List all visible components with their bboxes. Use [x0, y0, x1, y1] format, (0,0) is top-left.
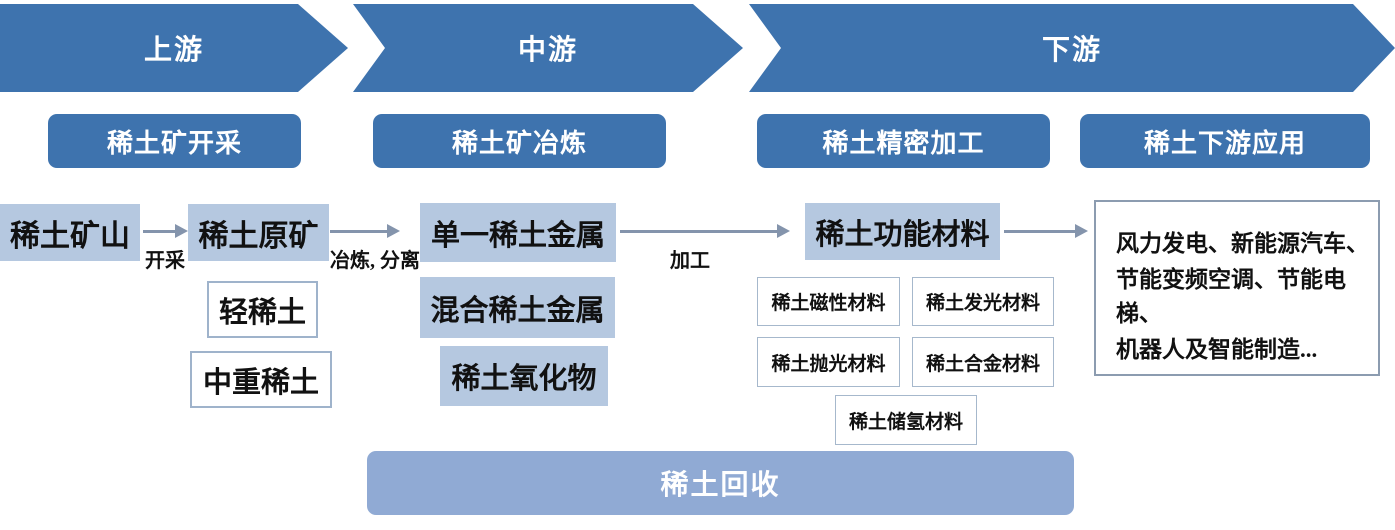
node-magnetic-material: 稀土磁性材料: [757, 277, 900, 326]
node-luminescent-material: 稀土发光材料: [912, 277, 1054, 326]
arrow-label-processing: 加工: [670, 250, 710, 272]
node-polishing-material: 稀土抛光材料: [757, 337, 900, 387]
arrow-right-icon-processing: [620, 224, 790, 238]
stage-chevron-upstream: 上游: [0, 4, 348, 92]
arrow-label-mining: 开采: [145, 250, 185, 272]
applications-box: 风力发电、新能源汽车、 节能变频空调、节能电梯、 机器人及智能制造...: [1094, 200, 1380, 376]
node-rare-earth-mine-label: 稀土矿山: [10, 219, 130, 253]
stage-label-midstream: 中游: [517, 35, 578, 66]
recycle-bar-label: 稀土回收: [660, 470, 781, 501]
application-line-1: 风力发电、新能源汽车、: [1116, 230, 1369, 256]
stage-chevron-downstream: 下游: [749, 4, 1395, 92]
node-alloy-material: 稀土合金材料: [912, 337, 1054, 387]
section-header-precision-processing-label: 稀土精密加工: [822, 128, 985, 158]
node-hydrogen-storage-material-label: 稀土储氢材料: [848, 411, 963, 433]
node-alloy-material-label: 稀土合金材料: [925, 353, 1040, 375]
recycle-bar: 稀土回收: [367, 451, 1074, 515]
arrow-right-icon-to-applications: [1004, 224, 1088, 238]
node-single-rare-earth-metal: 单一稀土金属: [420, 203, 616, 262]
node-light-rare-earth: 轻稀土: [207, 281, 318, 338]
node-rare-earth-oxide: 稀土氧化物: [440, 346, 608, 406]
node-polishing-material-label: 稀土抛光材料: [771, 353, 886, 375]
node-rare-earth-oxide-label: 稀土氧化物: [451, 363, 597, 395]
arrow-label-smelting: 冶炼, 分离: [330, 250, 420, 272]
application-line-2: 节能变频空调、节能电梯、: [1116, 266, 1346, 326]
node-luminescent-material-label: 稀土发光材料: [925, 293, 1040, 314]
section-header-mining: 稀土矿开采: [48, 114, 301, 168]
section-header-smelting-label: 稀土矿冶炼: [451, 128, 587, 158]
node-single-rare-earth-metal-label: 单一稀土金属: [430, 219, 605, 252]
node-functional-material-label: 稀土功能材料: [815, 218, 990, 251]
section-header-precision-processing: 稀土精密加工: [757, 114, 1050, 168]
section-header-mining-label: 稀土矿开采: [106, 128, 242, 158]
node-medium-heavy-rare-earth-label: 中重稀土: [202, 366, 319, 399]
node-functional-material: 稀土功能材料: [805, 203, 1000, 260]
application-line-3: 机器人及智能制造...: [1116, 336, 1318, 362]
node-mixed-rare-earth-metal: 混合稀土金属: [420, 277, 615, 338]
node-light-rare-earth-label: 轻稀土: [218, 296, 306, 329]
node-raw-ore-label: 稀土原矿: [198, 219, 319, 253]
node-rare-earth-mine: 稀土矿山: [0, 204, 140, 261]
arrow-right-icon-mining: [143, 224, 188, 238]
section-header-smelting: 稀土矿冶炼: [373, 114, 666, 168]
arrow-right-icon-smelting: [330, 224, 400, 238]
stage-label-upstream: 上游: [143, 35, 204, 66]
section-header-downstream-applications: 稀土下游应用: [1080, 114, 1370, 168]
stage-label-downstream: 下游: [1041, 35, 1102, 66]
node-mixed-rare-earth-metal-label: 混合稀土金属: [430, 294, 605, 327]
node-medium-heavy-rare-earth: 中重稀土: [190, 351, 332, 408]
node-magnetic-material-label: 稀土磁性材料: [771, 293, 886, 314]
section-header-downstream-applications-label: 稀土下游应用: [1143, 128, 1306, 158]
node-raw-ore: 稀土原矿: [188, 204, 329, 261]
node-hydrogen-storage-material: 稀土储氢材料: [835, 395, 977, 445]
stage-chevron-midstream: 中游: [353, 4, 743, 92]
